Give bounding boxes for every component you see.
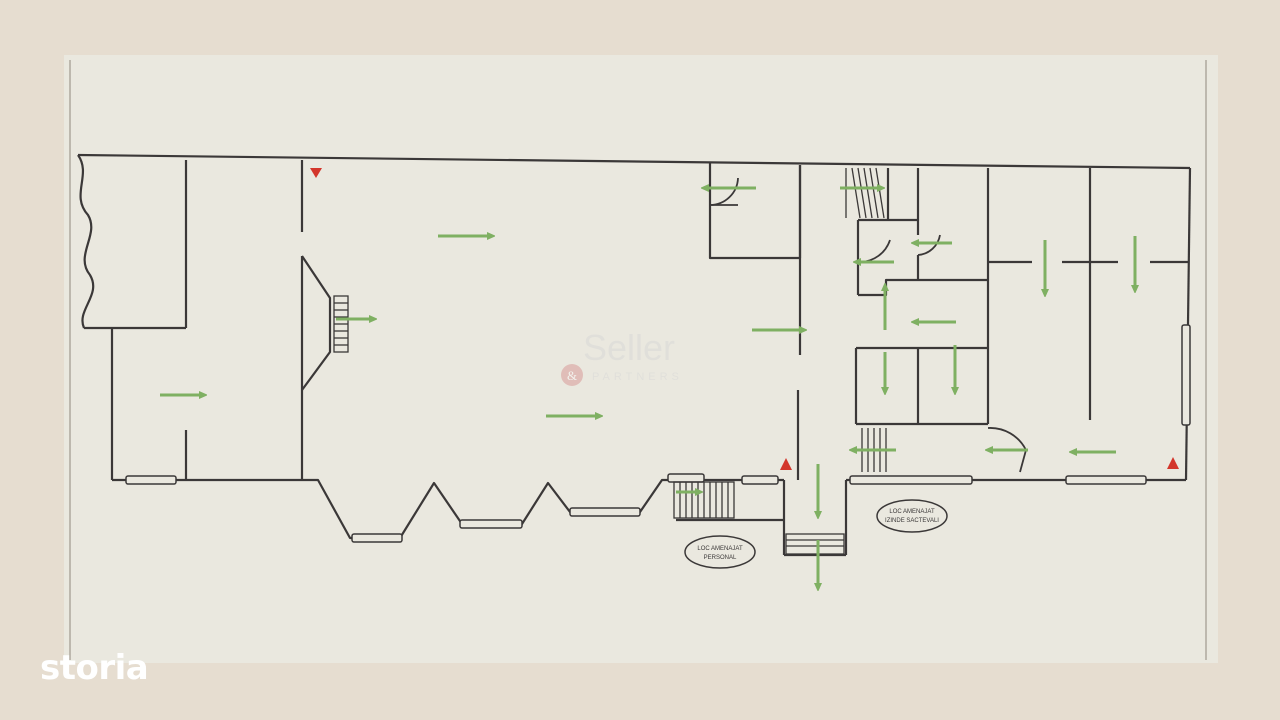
storia-logo: storia — [40, 648, 149, 688]
parking-staff-line1: LOC AMENAJAT — [697, 546, 743, 552]
seller-watermark: & Seller PARTNERS — [561, 327, 683, 386]
parking-staff-line2: PERSONAL — [704, 555, 737, 561]
parking-disabled-line1: LOC AMENAJAT — [889, 509, 935, 515]
parking-staff: LOC AMENAJAT PERSONAL — [684, 535, 756, 569]
extinguisher-icon — [780, 458, 792, 470]
parking-disabled-line2: IZINDE SACTEVALI — [885, 518, 939, 524]
watermark-monogram: & — [567, 368, 577, 383]
fire-extinguisher-markers — [310, 168, 1179, 470]
watermark-subtitle: PARTNERS — [592, 371, 683, 383]
watermark-name: Seller — [583, 327, 675, 368]
extinguisher-icon — [1167, 457, 1179, 469]
evacuation-arrows — [160, 188, 1135, 588]
watermark-monogram-badge — [561, 364, 583, 386]
extinguisher-icon — [310, 168, 322, 178]
windows — [125, 324, 1191, 543]
parking-disabled: LOC AMENAJAT IZINDE SACTEVALI — [876, 499, 948, 533]
